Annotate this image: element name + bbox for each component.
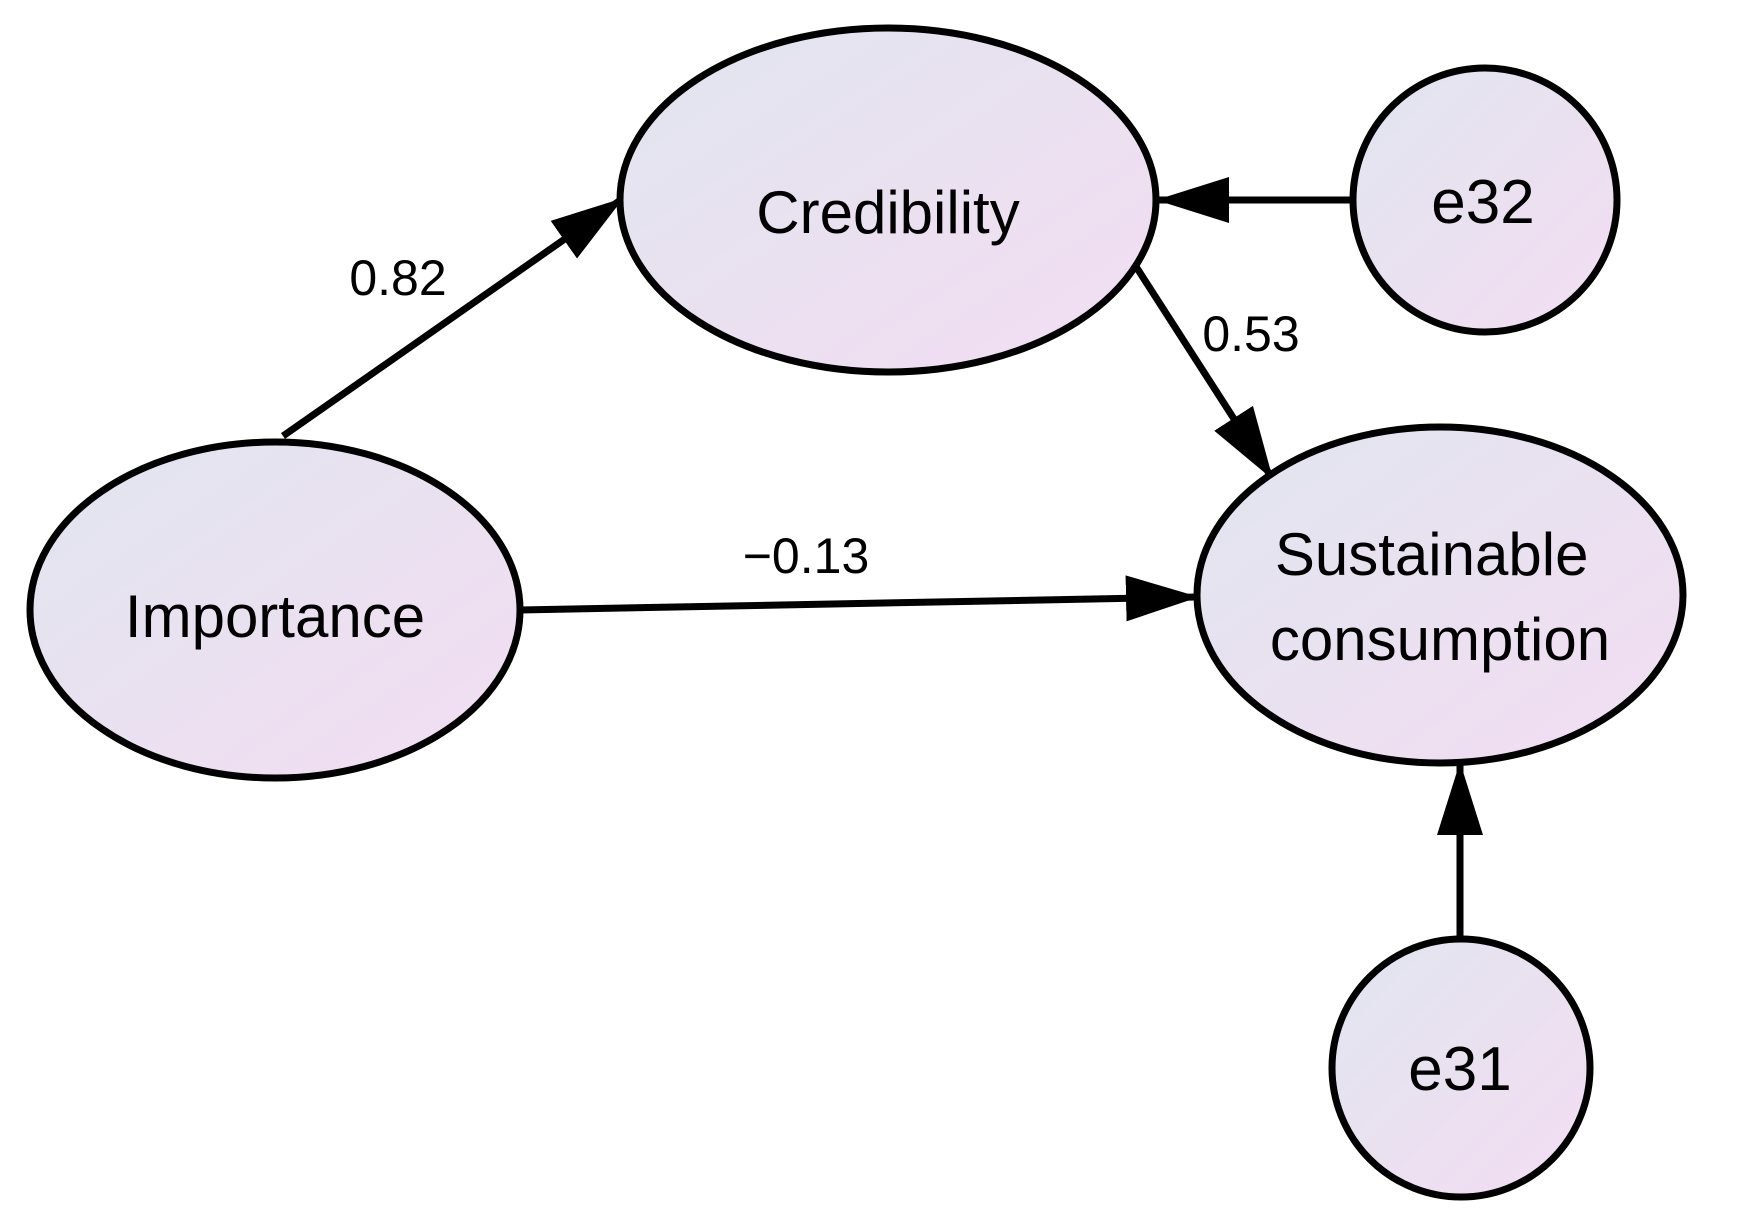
node-e32: e32 — [1349, 64, 1621, 336]
edge-importance-to-credibility — [280, 196, 625, 439]
credibility-label: Credibility — [756, 179, 1019, 246]
nodes-group: Credibility Importance Sustainable consu… — [26, 24, 1687, 1201]
credibility-ellipse — [616, 24, 1160, 376]
path-coefficient-importance-credibility: 0.82 — [349, 250, 446, 306]
e32-circle — [1349, 64, 1621, 336]
e32-label: e32 — [1431, 168, 1534, 237]
sustainable-consumption-label: Sustainable consumption — [1270, 521, 1610, 673]
edge-credibility-to-sustainable — [1132, 263, 1275, 480]
importance-label: Importance — [125, 583, 425, 650]
edges-group — [280, 177, 1483, 942]
importance-ellipse — [26, 438, 524, 782]
e31-circle — [1328, 935, 1594, 1201]
sustainable-consumption-label-line2: consumption — [1270, 606, 1610, 673]
node-e31: e31 — [1328, 935, 1594, 1201]
sustainable-consumption-ellipse — [1193, 423, 1687, 767]
edge-labels-group: 0.82 0.53 −0.13 — [349, 250, 1299, 584]
node-credibility: Credibility — [616, 24, 1160, 376]
node-importance: Importance — [26, 438, 524, 782]
path-coefficient-credibility-sustainable: 0.53 — [1202, 306, 1299, 362]
e31-label: e31 — [1408, 1035, 1511, 1104]
node-sustainable-consumption: Sustainable consumption — [1193, 423, 1687, 767]
edge-importance-to-sustainable — [519, 575, 1199, 622]
path-coefficient-importance-sustainable: −0.13 — [743, 528, 870, 584]
sustainable-consumption-label-line1: Sustainable — [1275, 521, 1589, 588]
